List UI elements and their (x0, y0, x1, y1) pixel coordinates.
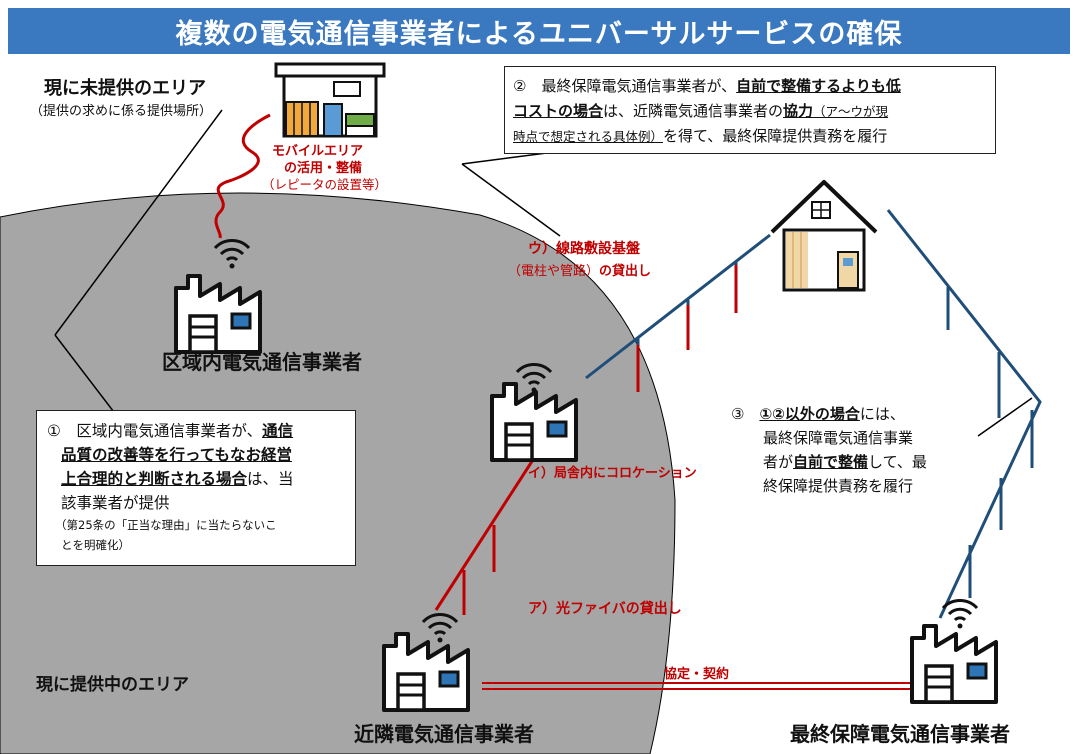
label-u-2: （電柱や管路） (508, 264, 600, 279)
box1-line3b: は、当 (247, 470, 294, 488)
wifi-icon (941, 598, 979, 630)
box3-line1c: には、 (859, 405, 905, 423)
box3-line1a: ③ (731, 405, 760, 423)
box1-line3a: 上合理的と判断される場合 (61, 470, 248, 488)
mobile-label-1: モバイルエリア (272, 144, 364, 159)
unserved-sub: （提供の求めに係る提供場所） (30, 104, 213, 119)
box2-line2b: は、近隣電気通信事業者の (603, 102, 784, 120)
label-u-3: の貸出し (599, 264, 652, 279)
box3-line4: 終保障提供責務を履行 (763, 477, 914, 495)
mobile-wave (214, 113, 271, 239)
box1-note2: とを明確化） (61, 538, 130, 552)
label-contract: 協定・契約 (664, 667, 730, 682)
building-icon (274, 62, 386, 138)
box3-line3a: 者が (763, 453, 794, 471)
box3-line3c: して、最 (868, 453, 927, 471)
box1-note1: （第25条の「正当な理由」に当たらないこ (55, 518, 277, 532)
mobile-label-2: の活用・整備 (284, 161, 363, 176)
box1-line4: 該事業者が提供 (61, 494, 170, 512)
mobile-label-3: （レピータの設置等） (262, 177, 388, 192)
callout-box-2: ② 最終保障電気通信事業者が、自前で整備するよりも低 コストの場合は、近隣電気通… (504, 66, 996, 154)
neighbor-operator-label: 近隣電気通信事業者 (354, 722, 534, 746)
label-a: ア）光ファイバの貸出し (528, 601, 682, 617)
box1-line1b: 通信 (262, 422, 294, 440)
callout-box-3: ③ ①②以外の場合には、 最終保障電気通信事業 者が自前で整備して、最 終保障提… (720, 396, 974, 496)
box1-line1a: ① 区域内電気通信事業者が、 (47, 422, 263, 440)
box2-line2c: 協力 (783, 102, 814, 120)
serving-area-label: 現に提供中のエリア (36, 675, 189, 695)
box2-line3b: を得て、最終保障提供責務を履行 (663, 127, 888, 145)
house-icon (770, 180, 878, 292)
factory-icon (910, 624, 998, 704)
box3-line2: 最終保障電気通信事業 (763, 429, 914, 447)
box2-line2a: コストの場合 (513, 102, 604, 120)
unserved-heading: 現に未提供のエリア (44, 78, 206, 99)
label-u-1: ウ）線路敷設基盤 (528, 241, 640, 257)
box3-line3b: 自前で整備 (793, 453, 869, 471)
box3-line1b: ①②以外の場合 (759, 405, 860, 423)
last-resort-operator-label: 最終保障電気通信事業者 (790, 722, 1010, 746)
label-i: イ）局舎内にコロケーション (528, 466, 697, 481)
own-line (886, 209, 1042, 619)
box1-line2: 品質の改善等を行ってもなお経営 (61, 446, 292, 464)
regional-operator-label: 区域内電気通信事業者 (162, 350, 362, 374)
callout-box-1: ① 区域内電気通信事業者が、通信 品質の改善等を行ってもなお経営 上合理的と判断… (36, 410, 356, 566)
box2-line3a: 時点で想定される具体例） (513, 129, 664, 144)
page-title: 複数の電気通信事業者によるユニバーサルサービスの確保 (8, 8, 1070, 54)
box2-line1a: ② 最終保障電気通信事業者が、 (513, 77, 737, 95)
box2-line1b: 自前で整備するよりも低 (736, 77, 901, 95)
box2-line2d: （ア～ウが現 (813, 104, 889, 119)
